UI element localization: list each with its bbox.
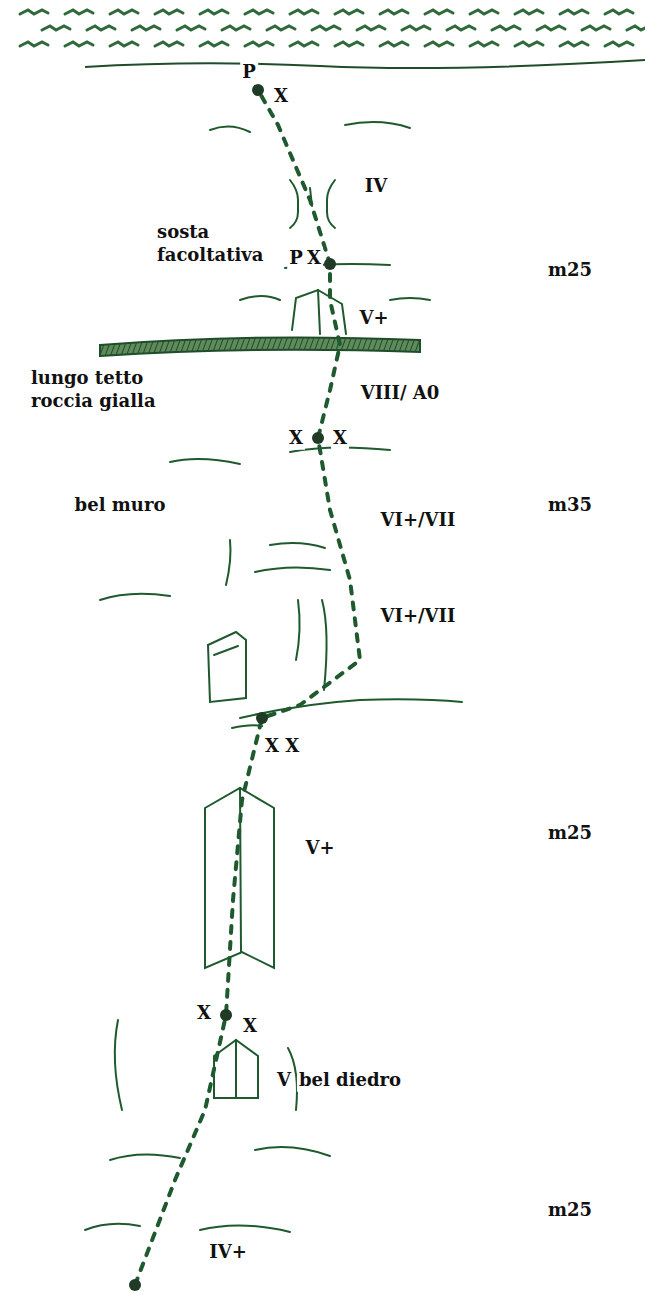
route-label: X — [195, 1002, 213, 1025]
grass-stroke — [335, 42, 363, 46]
route-label: lungo tetto roccia gialla — [29, 367, 163, 412]
grass-stroke — [200, 10, 228, 14]
route-label: m25 — [546, 822, 594, 845]
grass-stroke — [425, 10, 453, 14]
route-label: IV — [363, 175, 389, 198]
route-label: P — [287, 247, 305, 270]
route-label: X — [331, 427, 349, 450]
roof-band — [100, 337, 420, 356]
route-label: X — [305, 247, 323, 270]
route-label: V+ — [303, 837, 336, 860]
grass-stroke — [560, 42, 588, 46]
route-label: V+ — [357, 307, 390, 330]
grass-stroke — [222, 26, 250, 30]
grass-stroke — [515, 10, 543, 14]
grass-stroke — [200, 42, 228, 46]
route-label: VI+/VII — [379, 605, 458, 628]
grass-stroke — [132, 26, 160, 30]
grass-stroke — [245, 10, 273, 14]
grass-stroke — [335, 10, 363, 14]
grass-stroke — [492, 26, 520, 30]
route-label: P — [240, 61, 258, 84]
route-label: VI+/VII — [379, 509, 458, 532]
route-label: sosta facoltativa — [155, 221, 269, 266]
grass-stroke — [42, 26, 70, 30]
grass-stroke — [470, 42, 498, 46]
rock-features — [85, 122, 462, 1232]
grass-stroke — [245, 42, 273, 46]
route-label: bel diedro — [297, 1069, 403, 1092]
top-edge — [85, 60, 645, 68]
route-label: bel muro — [73, 494, 168, 517]
grass-stroke — [110, 42, 138, 46]
grass-stroke — [65, 42, 93, 46]
grass-stroke — [267, 26, 295, 30]
grass-stroke — [537, 26, 565, 30]
grass-stroke — [402, 26, 430, 30]
grass-stroke — [87, 26, 115, 30]
grass-stroke — [357, 26, 385, 30]
grass-stroke — [470, 10, 498, 14]
grass-stroke — [560, 10, 588, 14]
route-label: VIII/ A0 — [359, 382, 442, 405]
grass-stroke — [20, 42, 48, 46]
grass-stroke — [447, 26, 475, 30]
route-label: m25 — [546, 259, 594, 282]
route-label: X X — [263, 735, 301, 758]
grass-stroke — [425, 42, 453, 46]
grass-stroke — [177, 26, 205, 30]
grass-stroke — [605, 42, 633, 46]
grass-stroke — [582, 26, 610, 30]
grass-stroke — [290, 42, 318, 46]
grass-stroke — [515, 42, 543, 46]
grass-stroke — [380, 42, 408, 46]
route-label: X — [287, 427, 305, 450]
grass-stroke — [380, 10, 408, 14]
grass-stroke — [65, 10, 93, 14]
grass-stroke — [290, 10, 318, 14]
route-label: X — [241, 1015, 259, 1038]
route-label: X — [272, 85, 290, 108]
route-label: m35 — [546, 494, 594, 517]
grass-stroke — [20, 10, 48, 14]
belay-dots — [129, 84, 336, 1291]
grass-terrace — [20, 10, 645, 46]
route-label: V — [275, 1069, 293, 1092]
grass-stroke — [110, 10, 138, 14]
route-line — [135, 90, 360, 1285]
grass-stroke — [605, 10, 633, 14]
grass-stroke — [627, 26, 645, 30]
grass-stroke — [155, 42, 183, 46]
route-label: IV+ — [207, 1241, 248, 1264]
grass-stroke — [155, 10, 183, 14]
grass-stroke — [312, 26, 340, 30]
route-label: m25 — [546, 1199, 594, 1222]
